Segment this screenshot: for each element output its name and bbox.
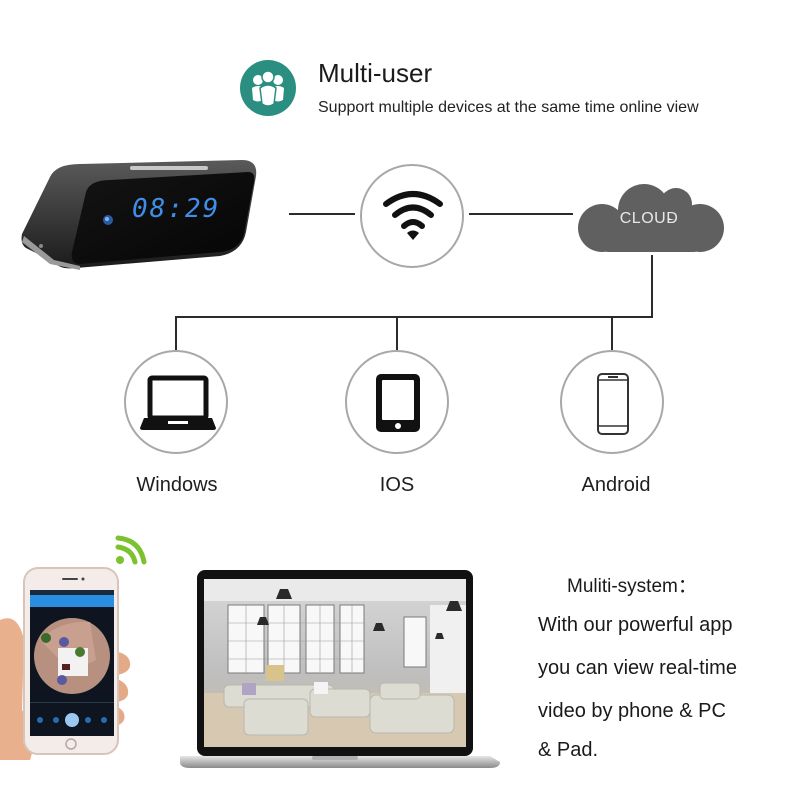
clock-camera-device: 08:29 — [20, 152, 260, 270]
multi-user-title: Multi-user — [318, 58, 433, 88]
connector-line — [289, 213, 355, 215]
clock-display: 08:29 — [132, 194, 221, 224]
multisystem-line: & Pad. — [538, 739, 599, 761]
multisystem-title: Muliti-system： — [567, 576, 697, 597]
connector-line — [469, 213, 573, 215]
multi-user-icon — [240, 60, 296, 116]
platform-label-ios: IOS — [379, 474, 415, 496]
multisystem-line: you can view real-time — [538, 657, 737, 679]
phone-in-hand-image — [0, 560, 140, 760]
laptop-live-view-image — [180, 565, 500, 775]
cloud-icon — [572, 182, 726, 254]
cloud-label: CLOUD — [619, 210, 679, 227]
connector-line — [651, 255, 653, 318]
platform-android — [560, 350, 664, 454]
multi-user-subtitle: Support multiple devices at the same tim… — [318, 99, 699, 116]
multisystem-line: With our powerful app — [538, 614, 733, 636]
connector-line — [396, 316, 398, 350]
platform-label-windows: Windows — [136, 474, 218, 496]
platform-windows — [124, 350, 228, 454]
platform-ios — [345, 350, 449, 454]
platform-label-android: Android — [581, 474, 651, 496]
tablet-icon — [374, 372, 422, 439]
connector-line — [175, 316, 177, 350]
connector-line — [175, 316, 653, 318]
wifi-signal-icon — [110, 530, 150, 575]
connector-line — [611, 316, 613, 350]
wifi-hub — [360, 164, 464, 268]
smartphone-icon — [596, 372, 630, 441]
wifi-icon — [380, 188, 446, 249]
multisystem-line: video by phone & PC — [538, 700, 726, 722]
laptop-icon — [140, 374, 216, 437]
